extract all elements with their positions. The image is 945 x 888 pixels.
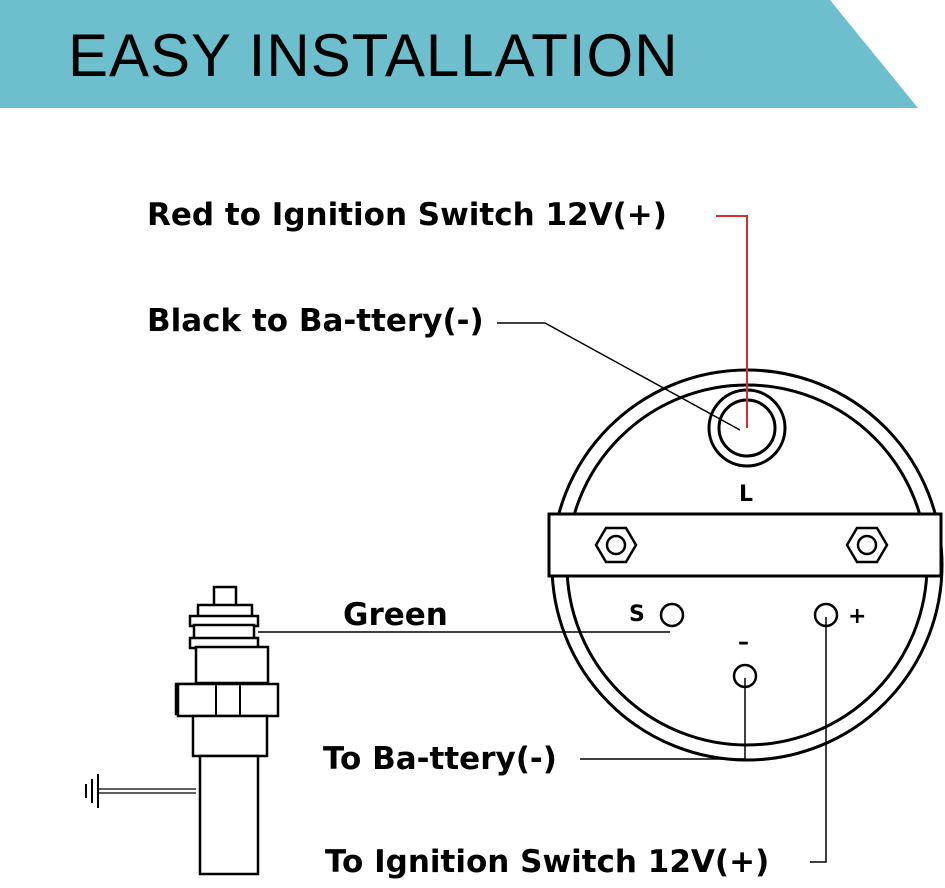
terminal-s (659, 602, 685, 628)
black-wire-label: Black to Ba-ttery(-) (147, 303, 484, 339)
ignition-label: To Ignition Switch 12V(+) (325, 844, 770, 880)
hex-nut-right-icon (845, 526, 889, 564)
sender-unit (174, 585, 280, 876)
battery-label: To Ba-ttery(-) (323, 741, 557, 777)
terminal-label-l: L (739, 482, 754, 507)
ground-icon (85, 774, 196, 808)
terminal-label-positive: + (848, 604, 867, 629)
red-wire-label: Red to Ignition Switch 12V(+) (147, 197, 667, 233)
red-wire (716, 215, 748, 428)
hex-nut-left-icon (594, 526, 638, 564)
battery-wire (580, 678, 746, 760)
title-banner: EASY INSTALLATION (0, 0, 945, 110)
green-wire-label: Green (343, 597, 448, 633)
ignition-wire (810, 617, 827, 863)
banner-shape (0, 0, 918, 108)
terminal-label-negative: – (738, 630, 749, 655)
black-wire-leader (497, 322, 741, 431)
banner-title: EASY INSTALLATION (68, 22, 679, 89)
banner-background (0, 0, 918, 108)
terminal-label-s: S (629, 602, 645, 627)
